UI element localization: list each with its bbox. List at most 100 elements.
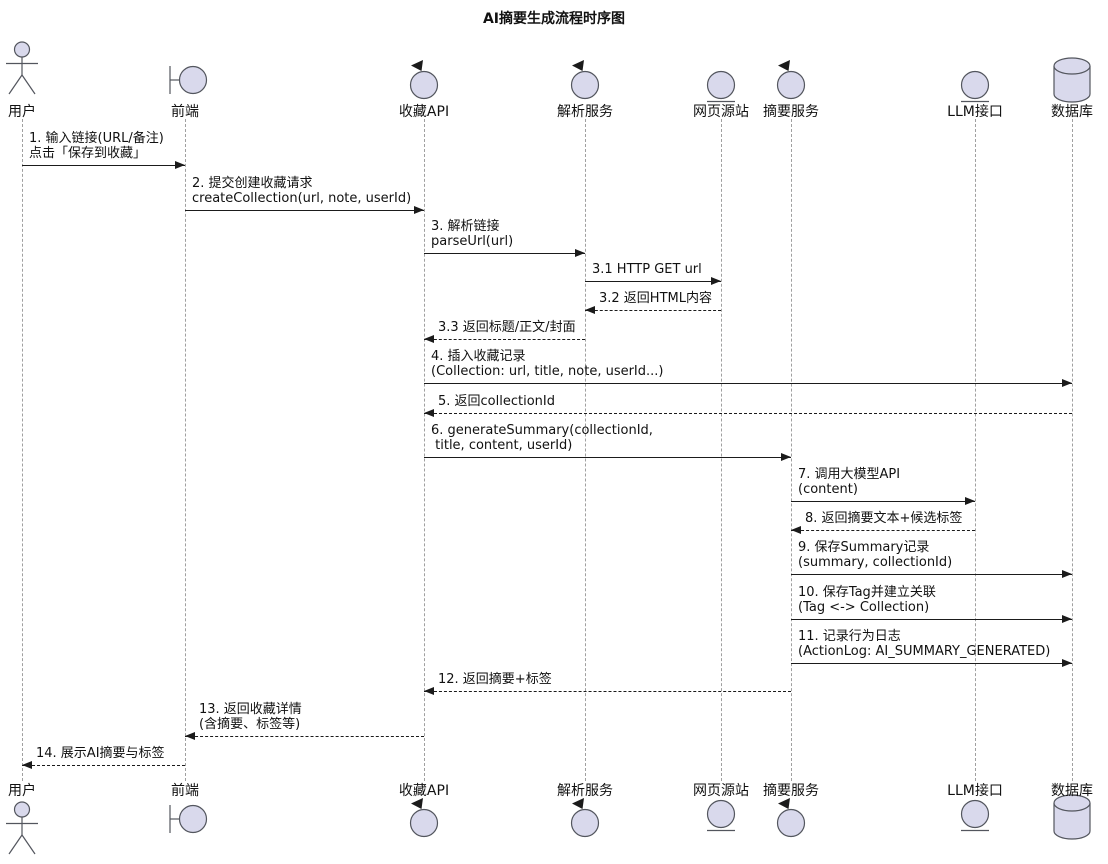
diagram-title: AI摘要生成流程时序图 xyxy=(482,11,626,27)
message-line-14 xyxy=(791,663,1072,664)
message-text-9: 6. generateSummary(collectionId, title, … xyxy=(431,423,653,453)
message-text-2: 2. 提交创建收藏请求 createCollection(url, note, … xyxy=(192,176,412,206)
entity-icon xyxy=(706,70,736,103)
lifeline-web-source xyxy=(721,119,722,781)
participant-label-bottom-web-source: 网页源站 xyxy=(693,783,749,799)
lifeline-llm-api xyxy=(975,119,976,781)
participant-label-bottom-parse-service: 解析服务 xyxy=(557,783,613,799)
control-icon xyxy=(776,60,806,100)
message-arrowhead-12 xyxy=(1062,570,1072,578)
message-line-17 xyxy=(22,765,185,766)
participant-icon-top-user xyxy=(3,41,41,97)
participant-label-top-llm-api: LLM接口 xyxy=(947,104,1003,120)
participant-icon-top-database xyxy=(1052,56,1092,104)
participant-label-bottom-database: 数据库 xyxy=(1051,783,1093,799)
participant-label-top-frontend: 前端 xyxy=(171,104,199,120)
message-arrowhead-3 xyxy=(575,249,585,257)
participant-label-bottom-user: 用户 xyxy=(8,783,36,799)
control-icon xyxy=(570,798,600,838)
participant-label-top-parse-service: 解析服务 xyxy=(557,104,613,120)
control-icon xyxy=(409,798,439,838)
database-icon xyxy=(1053,794,1091,840)
entity-icon xyxy=(960,799,990,832)
participant-label-top-collection-api: 收藏API xyxy=(398,104,450,120)
message-text-12: 9. 保存Summary记录 (summary, collectionId) xyxy=(798,540,953,570)
lifeline-collection-api xyxy=(424,119,425,781)
boundary-icon xyxy=(169,65,208,95)
message-arrowhead-16 xyxy=(185,732,195,740)
participant-icon-bottom-summary-service xyxy=(775,798,807,838)
message-text-17: 14. 展示AI摘要与标签 xyxy=(36,746,165,761)
message-text-14: 11. 记录行为日志 (ActionLog: AI_SUMMARY_GENERA… xyxy=(798,629,1051,659)
lifeline-user xyxy=(22,119,23,781)
message-text-1: 1. 输入链接(URL/备注) 点击「保存到收藏」 xyxy=(29,131,164,161)
lifeline-summary-service xyxy=(791,119,792,781)
participant-icon-top-web-source xyxy=(704,70,738,104)
boundary-icon xyxy=(169,804,208,834)
message-arrowhead-10 xyxy=(965,497,975,505)
participant-label-top-user: 用户 xyxy=(8,104,36,120)
participant-icon-bottom-collection-api xyxy=(408,798,440,838)
lifeline-parse-service xyxy=(585,119,586,781)
message-line-2 xyxy=(185,210,424,211)
entity-icon xyxy=(960,70,990,103)
message-line-1 xyxy=(22,165,185,166)
message-text-7: 4. 插入收藏记录 (Collection: url, title, note,… xyxy=(431,349,664,379)
message-text-6: 3.3 返回标题/正文/封面 xyxy=(438,320,576,335)
message-line-4 xyxy=(585,281,721,282)
control-icon xyxy=(570,60,600,100)
message-arrowhead-6 xyxy=(424,335,434,343)
message-arrowhead-9 xyxy=(781,453,791,461)
message-text-3: 3. 解析链接 parseUrl(url) xyxy=(431,219,514,249)
participant-icon-bottom-parse-service xyxy=(569,798,601,838)
message-arrowhead-13 xyxy=(1062,615,1072,623)
actor-icon xyxy=(6,801,38,855)
message-arrowhead-15 xyxy=(424,687,434,695)
participant-icon-top-parse-service xyxy=(569,60,601,100)
message-line-8 xyxy=(424,413,1072,414)
actor-icon xyxy=(6,41,38,95)
participant-label-bottom-frontend: 前端 xyxy=(171,783,199,799)
message-line-11 xyxy=(791,530,975,531)
participant-label-top-web-source: 网页源站 xyxy=(693,104,749,120)
message-arrowhead-11 xyxy=(791,526,801,534)
message-text-5: 3.2 返回HTML内容 xyxy=(599,291,712,306)
message-text-16: 13. 返回收藏详情 (含摘要、标签等) xyxy=(199,702,302,732)
participant-icon-bottom-user xyxy=(3,801,41,857)
message-text-13: 10. 保存Tag并建立关联 (Tag <-> Collection) xyxy=(798,585,936,615)
participant-icon-bottom-frontend xyxy=(162,799,208,839)
message-arrowhead-1 xyxy=(175,161,185,169)
message-arrowhead-2 xyxy=(414,206,424,214)
message-text-4: 3.1 HTTP GET url xyxy=(592,262,702,277)
message-arrowhead-8 xyxy=(424,409,434,417)
participant-label-top-summary-service: 摘要服务 xyxy=(763,104,819,120)
message-text-15: 12. 返回摘要+标签 xyxy=(438,672,552,687)
control-icon xyxy=(776,798,806,838)
message-arrowhead-4 xyxy=(711,277,721,285)
message-text-8: 5. 返回collectionId xyxy=(438,394,555,409)
message-arrowhead-5 xyxy=(585,306,595,314)
message-line-7 xyxy=(424,383,1072,384)
participant-icon-top-collection-api xyxy=(408,60,440,100)
participant-label-bottom-collection-api: 收藏API xyxy=(398,783,450,799)
message-line-6 xyxy=(424,339,585,340)
message-line-15 xyxy=(424,691,791,692)
lifeline-database xyxy=(1072,119,1073,781)
message-line-13 xyxy=(791,619,1072,620)
participant-label-bottom-llm-api: LLM接口 xyxy=(947,783,1003,799)
participant-label-top-database: 数据库 xyxy=(1051,104,1093,120)
participant-icon-bottom-database xyxy=(1052,793,1092,841)
message-line-10 xyxy=(791,501,975,502)
message-line-3 xyxy=(424,253,585,254)
lifeline-frontend xyxy=(185,119,186,781)
entity-icon xyxy=(706,799,736,832)
message-line-12 xyxy=(791,574,1072,575)
message-arrowhead-17 xyxy=(22,761,32,769)
message-line-5 xyxy=(585,310,721,311)
participant-icon-top-llm-api xyxy=(958,70,992,104)
message-line-16 xyxy=(185,736,424,737)
message-arrowhead-7 xyxy=(1062,379,1072,387)
message-text-10: 7. 调用大模型API (content) xyxy=(798,467,901,497)
participant-label-bottom-summary-service: 摘要服务 xyxy=(763,783,819,799)
